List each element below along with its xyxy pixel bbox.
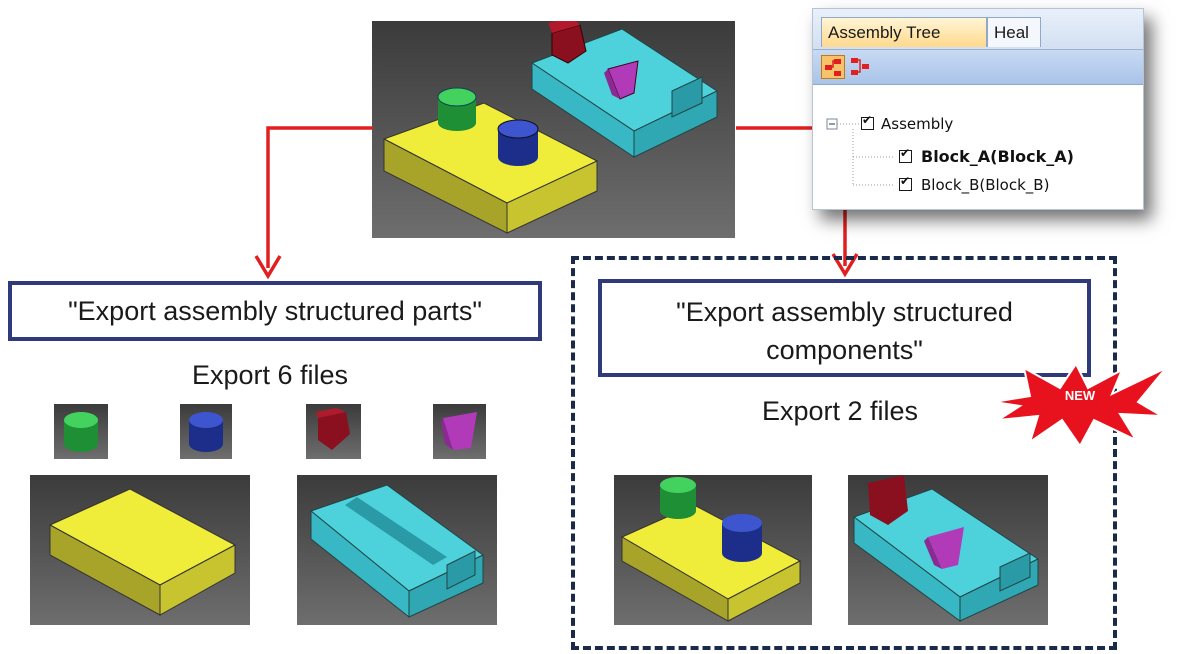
tree-node-block-b[interactable]: Block_B(Block_B) bbox=[921, 176, 1050, 194]
assembly-tree: Assembly Block_A(Block_A) Block_B(Block_… bbox=[813, 85, 1143, 209]
assembly-render bbox=[372, 21, 735, 238]
tab-assembly-tree[interactable]: Assembly Tree bbox=[821, 17, 987, 47]
new-badge-label: NEW bbox=[1064, 388, 1096, 403]
export-2-files-caption: Export 2 files bbox=[761, 396, 919, 426]
new-badge-icon bbox=[993, 362, 1167, 448]
new-feature-group bbox=[571, 256, 1117, 650]
export-components-label: "Export assembly structured components" bbox=[598, 279, 1091, 377]
part-purple-wedge bbox=[433, 404, 486, 459]
tab-strip: Assembly Tree Heal bbox=[813, 9, 1143, 50]
tab-heal[interactable]: Heal bbox=[987, 17, 1041, 47]
collapse-tree-icon[interactable] bbox=[849, 55, 873, 79]
component-block-a bbox=[614, 475, 812, 625]
tree-node-block-a[interactable]: Block_A(Block_A) bbox=[921, 147, 1074, 166]
export-6-files-caption: Export 6 files bbox=[191, 360, 349, 390]
part-cyan-block bbox=[297, 475, 497, 625]
expand-tree-icon[interactable] bbox=[821, 55, 845, 79]
part-red-wedge bbox=[306, 404, 361, 459]
export-parts-label: "Export assembly structured parts" bbox=[8, 281, 542, 341]
part-blue-cylinder bbox=[180, 404, 232, 459]
block-a-checkbox[interactable] bbox=[899, 146, 912, 163]
assembly-tree-panel: Assembly Tree Heal bbox=[812, 8, 1144, 210]
component-block-b bbox=[848, 475, 1048, 625]
part-green-cylinder bbox=[54, 404, 108, 459]
tree-node-assembly[interactable]: Assembly bbox=[881, 115, 954, 133]
tree-toolbar bbox=[813, 50, 1143, 85]
part-yellow-block bbox=[30, 475, 250, 625]
block-b-checkbox[interactable] bbox=[899, 174, 912, 191]
assembly-checkbox[interactable] bbox=[861, 113, 874, 130]
tree-lines bbox=[826, 118, 895, 186]
